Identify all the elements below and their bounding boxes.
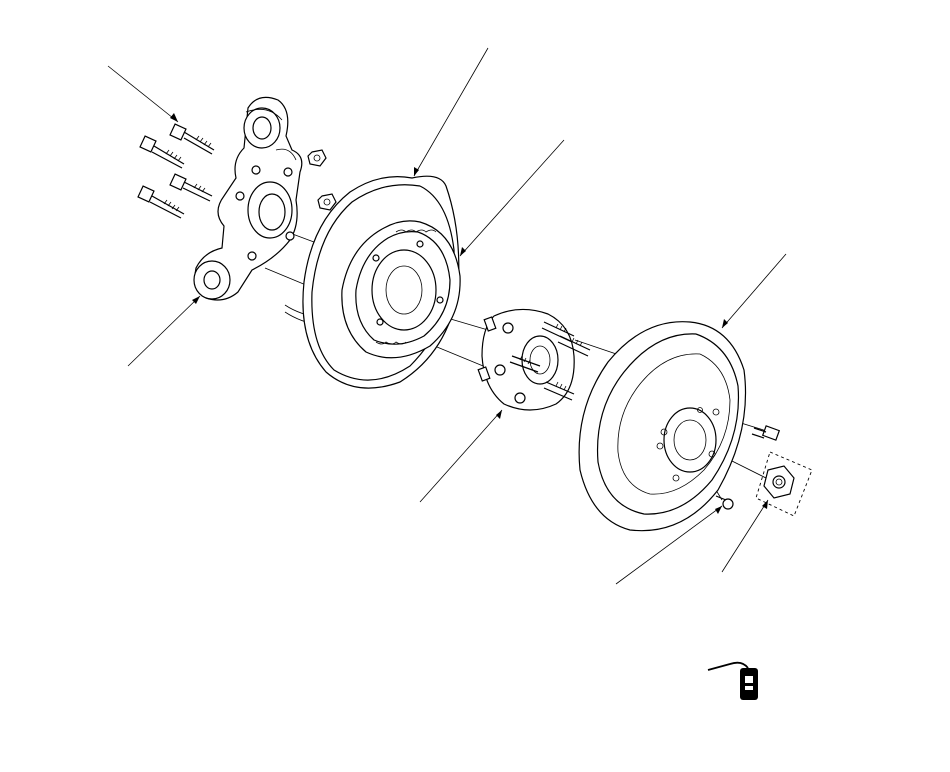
disc-screw-upper [751, 425, 781, 441]
knuckle-bolt-4 [137, 185, 185, 219]
brake-disc [578, 321, 747, 532]
parking-brake-shoe-assembly [341, 220, 461, 359]
knuckle-bolt-2 [139, 135, 185, 169]
disc-screw-lower [715, 495, 734, 510]
hub-stud-4 [509, 355, 541, 373]
lubricant-grease-icon [707, 661, 758, 700]
knuckle-nut-lower [317, 193, 337, 211]
hub-stud-3 [543, 381, 575, 401]
leader-lines [107, 47, 787, 585]
knuckle-nut-upper [307, 149, 327, 167]
hub-stud-2 [557, 335, 591, 357]
knuckle [193, 96, 303, 301]
knuckle-bolt-3 [169, 173, 213, 202]
hub-bearing-unit [477, 308, 591, 411]
knuckle-bolt-upper [169, 123, 215, 155]
spindle-nut-group [755, 451, 813, 517]
